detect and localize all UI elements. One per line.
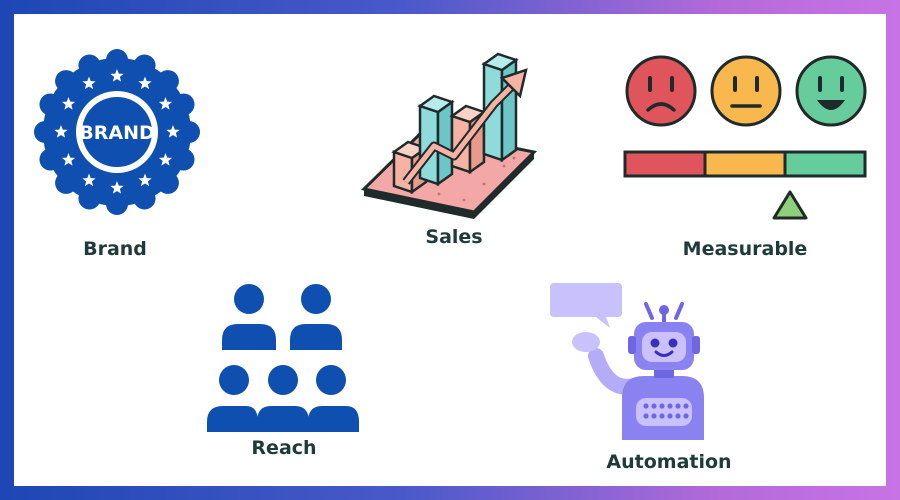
automation-item: Automation: [534, 280, 764, 480]
star-icon: [166, 125, 180, 138]
star-icon: [158, 97, 173, 110]
star-icon: [138, 76, 152, 90]
brand-label: Brand: [83, 238, 147, 260]
star-icon: [138, 173, 152, 187]
happy-face-icon: [795, 55, 867, 127]
sales-item: Sales: [354, 34, 554, 264]
neutral-face-icon: [710, 55, 782, 127]
content-card: BRAND Brand: [14, 14, 886, 486]
star-icon: [110, 181, 124, 194]
star-icon: [54, 125, 68, 138]
star-icon: [158, 153, 173, 166]
audience-group-icon: [207, 284, 359, 432]
robot-icon: [550, 283, 704, 440]
star-icon: [110, 69, 124, 82]
star-icon: [61, 97, 76, 110]
reach-item: Reach: [204, 282, 384, 482]
brand-badge-text: BRAND: [79, 122, 155, 144]
star-icon: [82, 173, 96, 187]
sales-label: Sales: [425, 226, 483, 248]
sad-face-icon: [625, 55, 697, 127]
speech-bubble-icon: [550, 283, 622, 328]
star-icon: [82, 76, 96, 90]
brand-seal-icon: BRAND: [34, 49, 200, 215]
star-icon: [61, 153, 76, 166]
meter-pointer-icon: [772, 190, 808, 220]
automation-label: Automation: [606, 451, 732, 473]
measurable-label: Measurable: [682, 238, 808, 260]
sales-growth-chart-icon: [360, 52, 538, 219]
measurable-item: Measurable: [620, 50, 880, 270]
reach-label: Reach: [251, 437, 317, 459]
brand-item: BRAND Brand: [14, 14, 244, 274]
satisfaction-meter-icon: [623, 55, 867, 220]
